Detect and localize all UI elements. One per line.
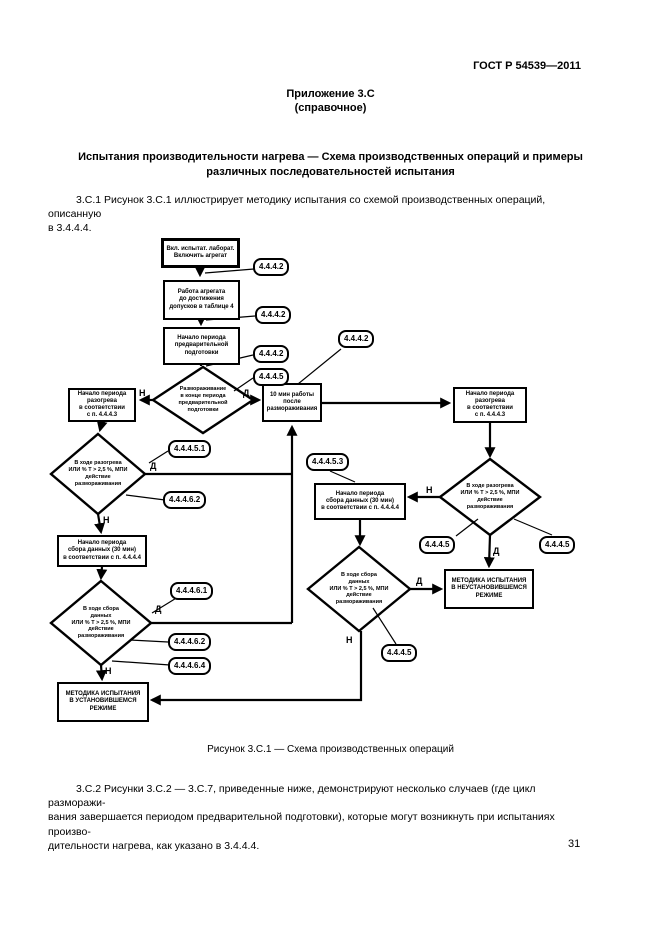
clause-callout: 4.4.4.6.2 bbox=[163, 491, 207, 509]
callout-tail bbox=[125, 494, 166, 501]
edge-label-yes: Д bbox=[243, 388, 250, 398]
clause-callout: 4.4.4.5.3 bbox=[306, 453, 350, 471]
flow-preconditioning-box: Начало периода предварительной подготовк… bbox=[163, 327, 240, 365]
flow-defrost-end-decision: Размораживание в конце периода предварит… bbox=[178, 386, 228, 413]
clause-callout: 4.4.4.5 bbox=[419, 536, 456, 554]
clause-callout: 4.4.4.2 bbox=[253, 345, 290, 363]
flow-start-box: Вкл. испытат. лаборат. Включить агрегат bbox=[161, 238, 240, 268]
callout-tail bbox=[372, 607, 397, 645]
edge-label-yes: Д bbox=[416, 576, 423, 586]
clause-callout: 4.4.4.5 bbox=[381, 644, 418, 662]
clause-callout: 4.4.4.2 bbox=[255, 306, 292, 324]
flow-heatup-start-left-box: Начало периода разогрева в соответствии … bbox=[68, 388, 136, 422]
decision-data-left-shape bbox=[49, 579, 153, 667]
clause-callout: 4.4.4.2 bbox=[253, 258, 290, 276]
doc-code: ГОСТ Р 54539—2011 bbox=[473, 60, 581, 72]
flow-defrost-during-heatup-right-decision: В ходе разогрева ИЛИ % Т > 2,5 %, МПИ де… bbox=[460, 483, 520, 510]
callout-tail bbox=[204, 268, 255, 274]
callout-tail bbox=[111, 660, 171, 666]
appendix-type: (справочное) bbox=[294, 102, 367, 114]
flow-heatup-start-right-box: Начало периода разогрева в соответствии … bbox=[453, 387, 527, 423]
callout-tail bbox=[233, 377, 254, 392]
figure-caption: Рисунок 3.С.1 — Схема производственных о… bbox=[207, 744, 454, 755]
clause-callout: 4.4.4.5.1 bbox=[168, 440, 212, 458]
callout-tail bbox=[329, 470, 356, 483]
edge-label-yes: Д bbox=[155, 604, 162, 614]
edge-label-yes: Д bbox=[493, 546, 500, 556]
edge-label-no: Н bbox=[346, 635, 353, 645]
callout-tail bbox=[513, 518, 553, 536]
paragraph-3c1: 3.С.1 Рисунок 3.С.1 иллюстрирует методик… bbox=[48, 194, 546, 235]
connector-d2-no-dataleft bbox=[94, 513, 105, 535]
decision-data-mid-shape bbox=[306, 545, 412, 633]
edge-label-no: Н bbox=[139, 388, 146, 398]
section-title: Испытания производительности нагрева — С… bbox=[78, 151, 583, 178]
connector-d4-no-steady bbox=[95, 664, 107, 682]
flow-unsteady-state-method-box: МЕТОДИКА ИСПЫТАНИЯ В НЕУСТАНОВИВШЕМСЯ РЕ… bbox=[444, 569, 534, 609]
clause-callout: 4.4.4.6.2 bbox=[168, 633, 212, 651]
flow-data-collection-left-box: Начало периода сбора данных (30 мин) в с… bbox=[57, 535, 147, 567]
connector-dataleft-d4 bbox=[96, 566, 108, 581]
flow-defrost-during-data-left-decision: В ходе сбора данных ИЛИ % Т > 2,5 %, МПИ… bbox=[71, 605, 131, 640]
connector-d5-no-steady bbox=[149, 631, 363, 706]
decision-heatup-left-shape bbox=[49, 432, 147, 516]
clause-callout: 4.4.4.6.1 bbox=[170, 582, 214, 600]
connector-d3-yes-unsteady bbox=[483, 534, 495, 569]
flow-run-to-tolerance-box: Работа агрегата до достижения допусков в… bbox=[163, 280, 240, 320]
page-number: 31 bbox=[568, 838, 581, 850]
clause-callout: 4.4.4.6.4 bbox=[168, 657, 212, 675]
appendix-label: Приложение 3.С bbox=[286, 88, 375, 100]
flow-defrost-during-data-mid-decision: В ходе сбора данных ИЛИ % Т > 2,5 %, МПИ… bbox=[329, 571, 389, 606]
edge-label-no: Н bbox=[426, 485, 433, 495]
clause-callout: 4.4.4.5 bbox=[253, 368, 290, 386]
decision-heatup-right-shape bbox=[438, 457, 542, 537]
edge-label-no: Н bbox=[103, 515, 110, 525]
edge-label-no: Н bbox=[105, 666, 112, 676]
callout-tail bbox=[455, 518, 479, 537]
flow-defrost-during-heatup-left-decision: В ходе разогрева ИЛИ % Т > 2,5 %, МПИ де… bbox=[68, 460, 128, 487]
clause-callout: 4.4.4.5 bbox=[539, 536, 576, 554]
flow-data-collection-mid-box: Начало периода сбора данных (30 мин) в с… bbox=[314, 483, 406, 520]
clause-callout: 4.4.4.2 bbox=[338, 330, 375, 348]
flow-steady-state-method-box: МЕТОДИКА ИСПЫТАНИЯ В УСТАНОВИВШЕМСЯ РЕЖИ… bbox=[57, 682, 149, 722]
callout-tail bbox=[297, 348, 342, 385]
flow-10min-after-defrost-box: 10 мин работы после размораживания bbox=[262, 383, 322, 422]
connector-heatupleft-d2 bbox=[96, 420, 108, 433]
callout-tail bbox=[151, 596, 179, 614]
callout-tail bbox=[148, 450, 169, 464]
callout-tail bbox=[129, 639, 169, 643]
edge-label-yes: Д bbox=[150, 461, 157, 471]
paragraph-3c2: 3.С.2 Рисунки 3.С.2 — 3.С.7, приведенные… bbox=[48, 783, 555, 852]
